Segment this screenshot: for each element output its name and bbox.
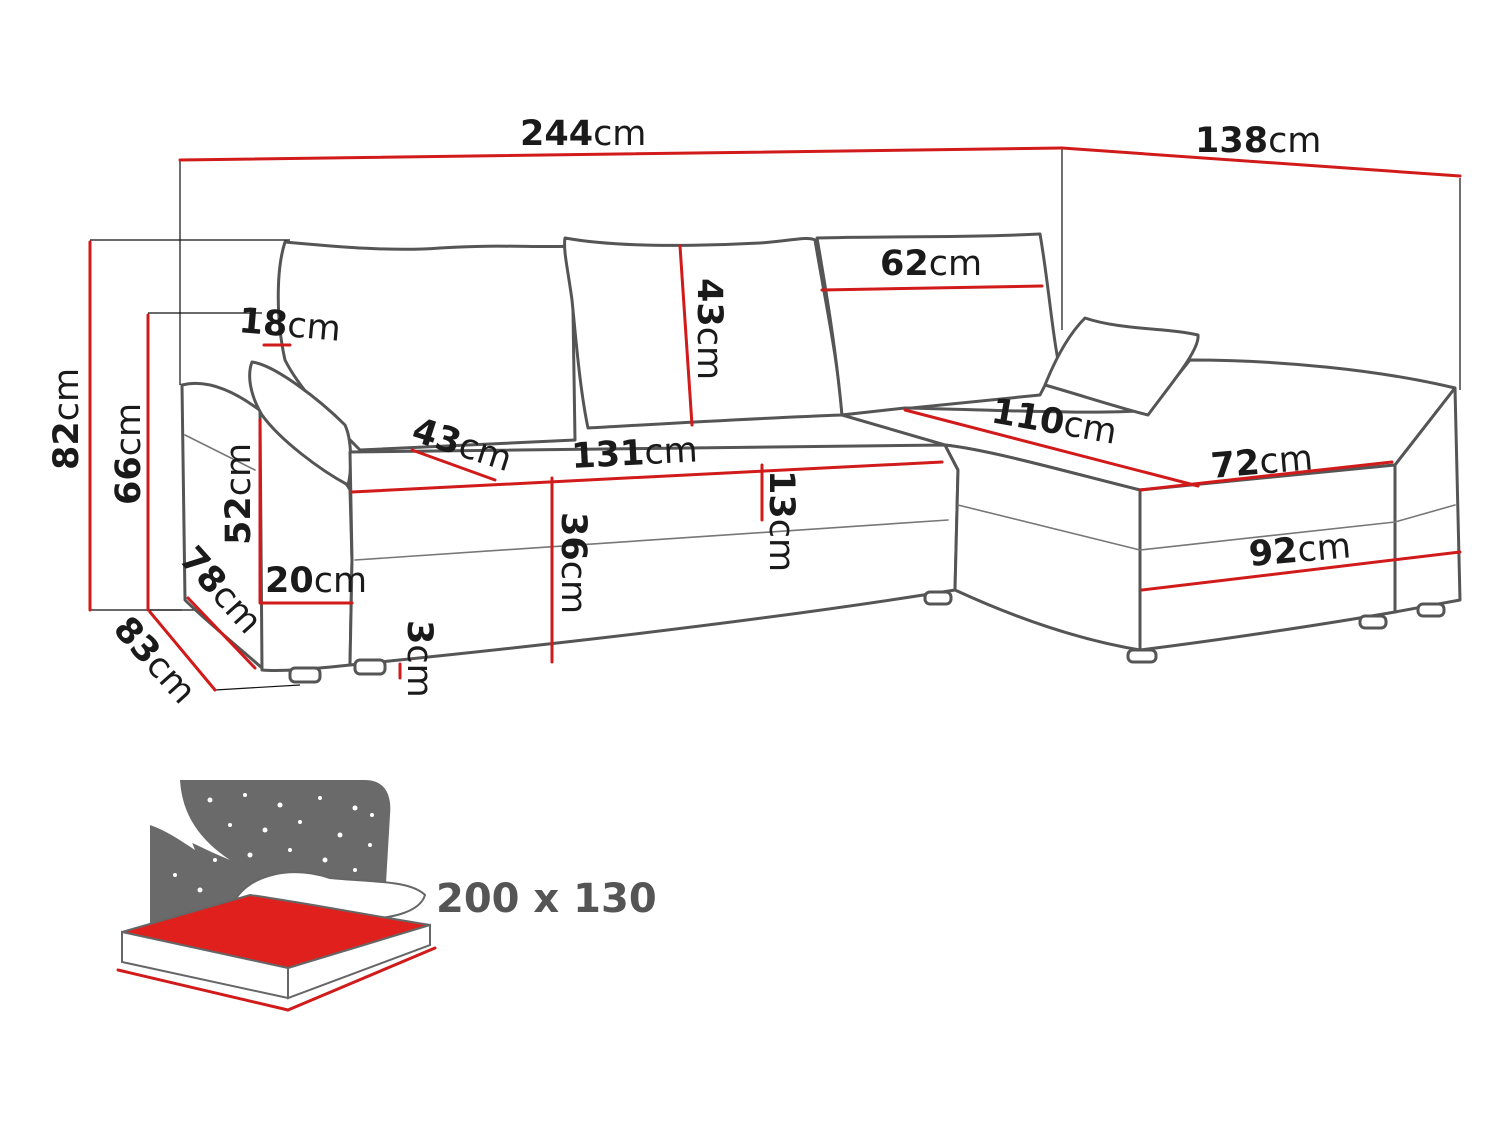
dimension-lines bbox=[88, 146, 1462, 692]
label-chaise-length: 110cm bbox=[988, 391, 1119, 452]
label-total-height: 82cm bbox=[47, 368, 87, 470]
label-backrest-depth: 62cm bbox=[880, 244, 982, 284]
moon-icon bbox=[152, 780, 230, 860]
label-chaise-width: 138cm bbox=[1195, 121, 1321, 161]
leg bbox=[1416, 602, 1446, 618]
label-total-width: 244cm bbox=[520, 114, 646, 154]
label-chaise-seat-width: 72cm bbox=[1209, 438, 1314, 487]
back-cushion-right bbox=[815, 232, 1060, 417]
chaise-front bbox=[1138, 463, 1397, 652]
sleeping-area-icon: 200 x 130 bbox=[116, 780, 657, 1012]
leg bbox=[1358, 614, 1388, 630]
leg bbox=[923, 590, 953, 606]
label-armrest-height: 66cm bbox=[109, 403, 149, 505]
sleeping-area-label: 200 x 130 bbox=[436, 876, 657, 922]
stars-icon bbox=[173, 793, 374, 893]
label-cushion-thickness: 13cm bbox=[761, 470, 801, 572]
label-leg-height: 3cm bbox=[399, 620, 439, 698]
label-armrest-width: 18cm bbox=[237, 301, 342, 350]
leg bbox=[1126, 648, 1158, 664]
side-pillow-right bbox=[1043, 316, 1200, 417]
mattress-top bbox=[121, 893, 431, 970]
side-pillow-left bbox=[248, 360, 353, 487]
leg bbox=[353, 658, 387, 676]
mattress-side-right bbox=[287, 923, 431, 1000]
extension-lines bbox=[90, 148, 1461, 691]
chaise-armrest bbox=[1393, 386, 1462, 614]
label-seat-width: 131cm bbox=[570, 430, 698, 477]
label-chaise-front-width: 92cm bbox=[1247, 526, 1352, 575]
label-seat-height: 36cm bbox=[553, 512, 593, 614]
label-side-width: 20cm bbox=[265, 561, 367, 601]
leg bbox=[288, 666, 322, 684]
label-side-height: 52cm bbox=[219, 443, 259, 545]
sofa-outline bbox=[180, 232, 1462, 684]
label-backrest-height: 43cm bbox=[689, 278, 729, 380]
